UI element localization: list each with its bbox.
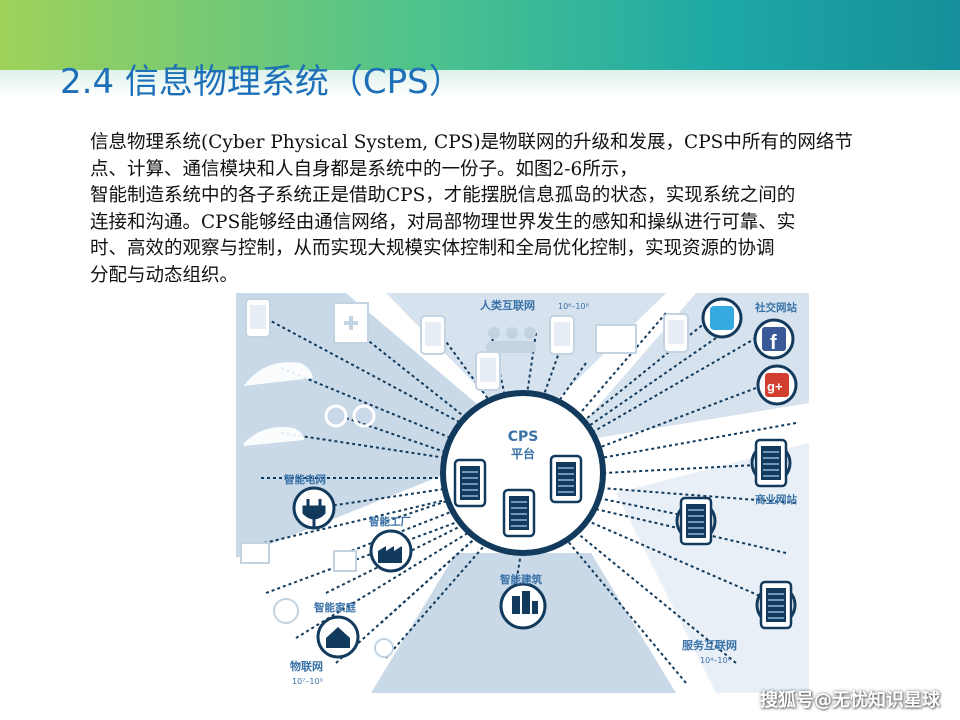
header-banner	[0, 0, 960, 70]
svg-text:g+: g+	[767, 379, 783, 394]
device-icons	[240, 298, 689, 658]
service-internet-scale: 10⁴–10⁶	[700, 656, 731, 665]
human-internet-label: 人类互联网	[480, 298, 535, 312]
svg-text:f: f	[770, 332, 777, 354]
body-paragraph: 信息物理系统(Cyber Physical System, CPS)是物联网的升…	[90, 130, 910, 289]
paragraph-line: 点、计算、通信模块和人自身都是系统中的一份子。如图2-6所示，	[90, 158, 638, 180]
business-sites-label: 商业网站	[755, 493, 797, 506]
smart-factory-label: 智能工厂	[368, 515, 411, 528]
header-banner-fade	[0, 70, 960, 96]
human-internet-scale: 10⁶–10⁸	[558, 302, 589, 311]
smart-building-label: 智能建筑	[499, 573, 542, 586]
paragraph-line: 分配与动态组织。	[90, 264, 239, 286]
paragraph-line: 时、高效的观察与控制，从而实现大规模实体控制和全局优化控制，实现资源的协调	[90, 238, 775, 259]
smart-home-label: 智能家庭	[313, 601, 356, 614]
node-icons	[292, 438, 797, 659]
cps-platform	[440, 390, 606, 556]
connection-lines	[255, 312, 797, 684]
social-icons: f g+	[701, 297, 798, 406]
iot-label: 物联网	[290, 659, 323, 673]
cps-center-title: CPS	[508, 429, 539, 445]
watermark: 搜狐号@无忧知识星球	[760, 690, 940, 711]
right-sector	[616, 443, 809, 693]
service-internet-label: 服务互联网	[682, 638, 737, 652]
paragraph-line: 连接和沟通。CPS能够经由通信网络，对局部物理世界发生的感知和操纵进行可靠、实	[90, 211, 796, 233]
social-sector	[566, 293, 809, 443]
paragraph-line: 信息物理系统(Cyber Physical System, CPS)是物联网的升…	[90, 132, 853, 153]
smart-grid-label: 智能电网	[283, 473, 326, 486]
iot-scale: 10⁷–10⁹	[292, 677, 323, 686]
cps-diagram: f g+ CPS 平台 人类互联网 10⁶–10⁸ 社交网站 商	[236, 293, 809, 693]
social-sites-label: 社交网站	[754, 301, 797, 314]
cps-center-subtitle: 平台	[511, 446, 535, 461]
slide-title: 2.4 信息物理系统（CPS）	[60, 62, 463, 102]
paragraph-line: 智能制造系统中的各子系统正是借助CPS，才能摆脱信息孤岛的状态，实现系统之间的	[90, 185, 796, 206]
